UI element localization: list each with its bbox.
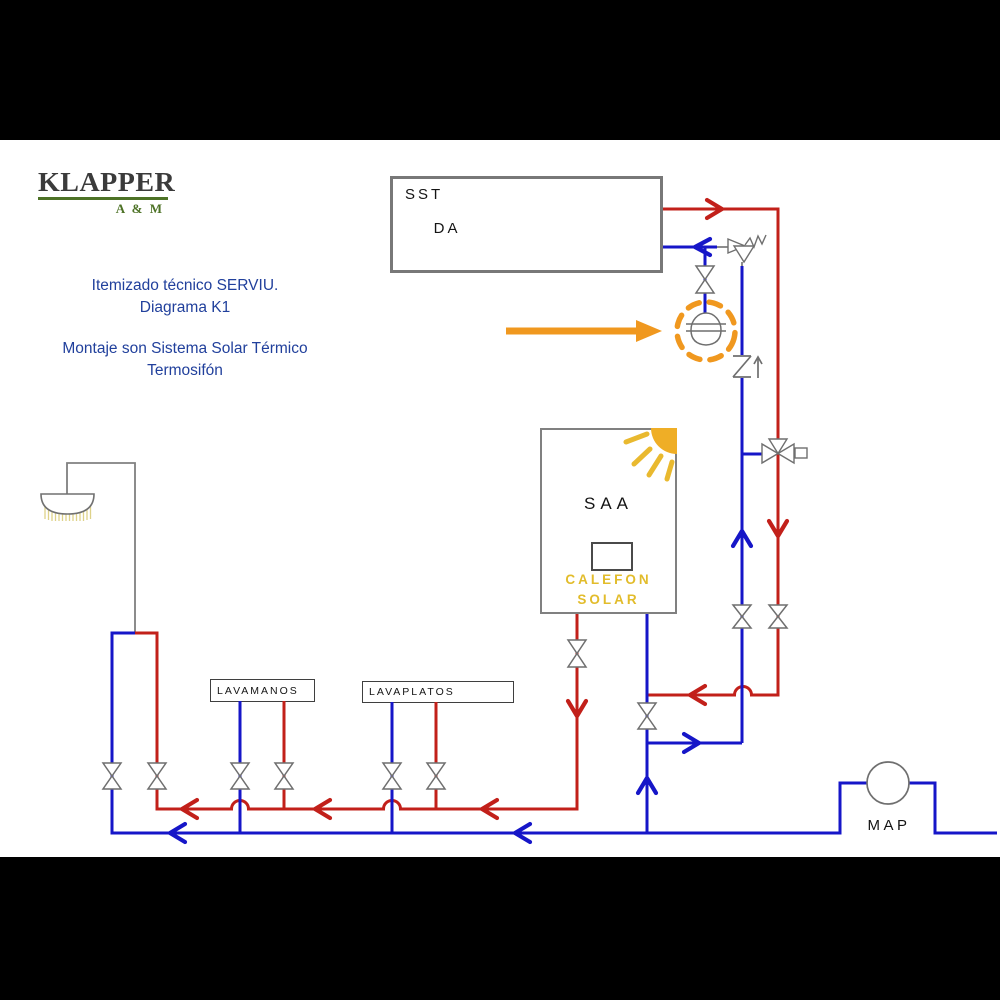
neutral-pipes (66, 246, 743, 633)
shutoff-valve-icon (425, 762, 447, 790)
arrow-down-icon (565, 698, 589, 719)
arrow-up-icon (635, 775, 659, 796)
shower-icon (40, 493, 95, 521)
shutoff-valve-icon (694, 265, 716, 294)
logo-underline (38, 197, 168, 200)
backup-heater-label: SAA (583, 494, 634, 513)
shutoff-valve-icon (146, 762, 168, 790)
arrow-left-icon (687, 683, 708, 707)
expansion-vessel-icon (686, 312, 726, 346)
shutoff-valve-icon (636, 702, 658, 730)
logo-name: KLAPPER (38, 167, 176, 198)
highlight-circle (674, 299, 738, 363)
arrow-left-icon (479, 797, 500, 821)
check-valve-icon (732, 355, 763, 378)
company-logo: KLAPPER A & M (38, 167, 176, 217)
heater-brand-label: CALEFON SOLAR (542, 570, 675, 610)
sun-icon (623, 428, 677, 482)
arrow-left-icon (167, 821, 188, 845)
cold-water-pipes (110, 245, 997, 835)
arrow-left-icon (512, 821, 533, 845)
title-line-4: Termosifón (147, 362, 223, 379)
shutoff-valves (101, 265, 789, 790)
shutoff-valve-icon (381, 762, 403, 790)
title-block: Itemizado técnico SERVIU. Diagrama K1 (18, 275, 352, 319)
arrow-right-icon (704, 197, 725, 221)
arrow-left-icon (179, 797, 200, 821)
subtitle-block: Montaje son Sistema Solar Térmico Termos… (18, 338, 352, 382)
water-meter-icon (866, 761, 910, 805)
bottom-letterbox-bar (0, 857, 1000, 1000)
shutoff-valve-icon (101, 762, 123, 790)
arrow-right-icon (681, 731, 702, 755)
title-line-1: Itemizado técnico SERVIU. (91, 277, 279, 294)
highlight-arrow-icon (506, 320, 662, 342)
title-line-2: Diagrama K1 (139, 299, 231, 316)
solar-tank-label: SST DA (405, 186, 461, 237)
arrow-left-icon (692, 236, 713, 258)
logo-subtitle: A & M (115, 201, 164, 216)
shutoff-valve-icon (566, 639, 588, 668)
title-line-3: Montaje son Sistema Solar Térmico (62, 340, 308, 357)
shutoff-valve-icon (229, 762, 251, 790)
mixing-valve-icon (761, 438, 808, 465)
lavaplatos-label: LAVAPLATOS (369, 686, 455, 698)
shutoff-valve-icon (767, 604, 789, 629)
tank-label-da: DA (433, 220, 461, 237)
relief-valve-icon (727, 234, 767, 264)
fixture-lavamanos-box: LAVAMANOS (210, 679, 315, 702)
hot-flow-arrows (179, 197, 790, 821)
hot-water-pipes (135, 207, 780, 811)
cold-flow-arrows (167, 236, 754, 845)
arrow-left-icon (312, 797, 333, 821)
brand-line-1: CALEFON (565, 572, 652, 587)
backup-heater-box: SAA CALEFON SOLAR (540, 428, 677, 614)
arrow-down-icon (766, 518, 790, 539)
solar-tank-box: SST DA (390, 176, 663, 273)
water-meter-label: MAP (867, 817, 911, 834)
shutoff-valve-icon (273, 762, 295, 790)
heater-window (591, 542, 633, 571)
arrow-up-icon (730, 528, 754, 549)
fixture-lavaplatos-box: LAVAPLATOS (362, 681, 514, 703)
top-letterbox-bar (0, 0, 1000, 140)
brand-line-2: SOLAR (577, 592, 640, 607)
tank-label-sst: SST (405, 186, 444, 203)
shutoff-valve-icon (731, 604, 753, 629)
lavamanos-label: LAVAMANOS (217, 684, 299, 697)
